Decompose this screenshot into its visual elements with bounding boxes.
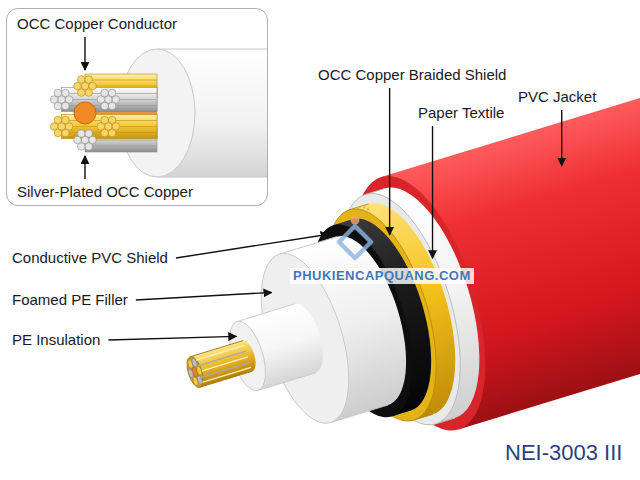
leader-arrow: [176, 234, 329, 258]
silver-wire-end: [62, 89, 70, 97]
part-label: OCC Copper Braided Shield: [318, 66, 506, 84]
strand-line: [197, 357, 248, 372]
strand-line: [195, 351, 246, 366]
strand-line: [194, 345, 245, 360]
copper-wire-end: [108, 116, 116, 124]
leader-arrow: [136, 292, 272, 300]
conductor-face: [184, 355, 206, 390]
strand-end: [196, 366, 203, 376]
inset-label: OCC Copper Conductor: [17, 15, 177, 33]
watermark-icon-dot: [351, 216, 360, 225]
copper-wire-end: [108, 129, 116, 137]
conductor-illustration: [7, 9, 267, 205]
leader-arrow: [84, 37, 85, 70]
copper-wire-end: [77, 76, 85, 84]
watermark: PHUKIENCAPQUANG.COM: [290, 268, 474, 284]
silver-wire-end: [85, 130, 93, 138]
copper-wire-end: [85, 76, 93, 84]
copper-wire-end: [62, 129, 70, 137]
copper-wire-end: [85, 89, 93, 97]
silver-wire-end: [85, 143, 93, 151]
copper-wire-end: [62, 116, 70, 124]
strand-line: [200, 367, 251, 382]
silver-wire-end: [54, 89, 62, 97]
copper-wire-end: [54, 116, 62, 124]
leader-arrow: [561, 110, 562, 166]
strand-line: [89, 86, 157, 87]
core-end: [74, 102, 96, 124]
part-label: Conductive PVC Shield: [12, 249, 168, 267]
watermark-icon-frame: [339, 226, 371, 258]
part-label: PVC Jacket: [518, 88, 596, 106]
part-label: Paper Textile: [418, 104, 504, 122]
leader-arrow: [108, 336, 236, 340]
silver-wire-end: [108, 89, 116, 97]
watermark-icon: [339, 216, 371, 259]
silver-wire-end: [77, 130, 85, 138]
part-label: PE Insulation: [12, 331, 100, 349]
leader-arrow: [432, 126, 433, 258]
strand-end: [191, 358, 198, 368]
leader-arrow: [84, 156, 85, 179]
silver-wire-end: [101, 89, 109, 97]
conductor-edge: [190, 341, 252, 388]
silver-wire-end: [108, 102, 116, 110]
strand-line: [89, 146, 157, 147]
inset-box: OCC Copper ConductorSilver-Plated OCC Co…: [6, 8, 268, 206]
silver-wire-end: [62, 102, 70, 110]
copper-wire-end: [101, 116, 109, 124]
part-label: Foamed PE Filler: [12, 291, 128, 309]
strand-end: [187, 368, 194, 378]
strand-line: [89, 80, 157, 81]
model-name: NEI-3003 III: [505, 440, 622, 466]
strand-end: [192, 376, 199, 386]
cable-illustration: [150, 24, 640, 480]
leader-arrow: [389, 88, 390, 235]
inset-label: Silver-Plated OCC Copper: [17, 183, 193, 201]
strand-line: [89, 140, 157, 141]
conductor-body: [190, 341, 252, 388]
